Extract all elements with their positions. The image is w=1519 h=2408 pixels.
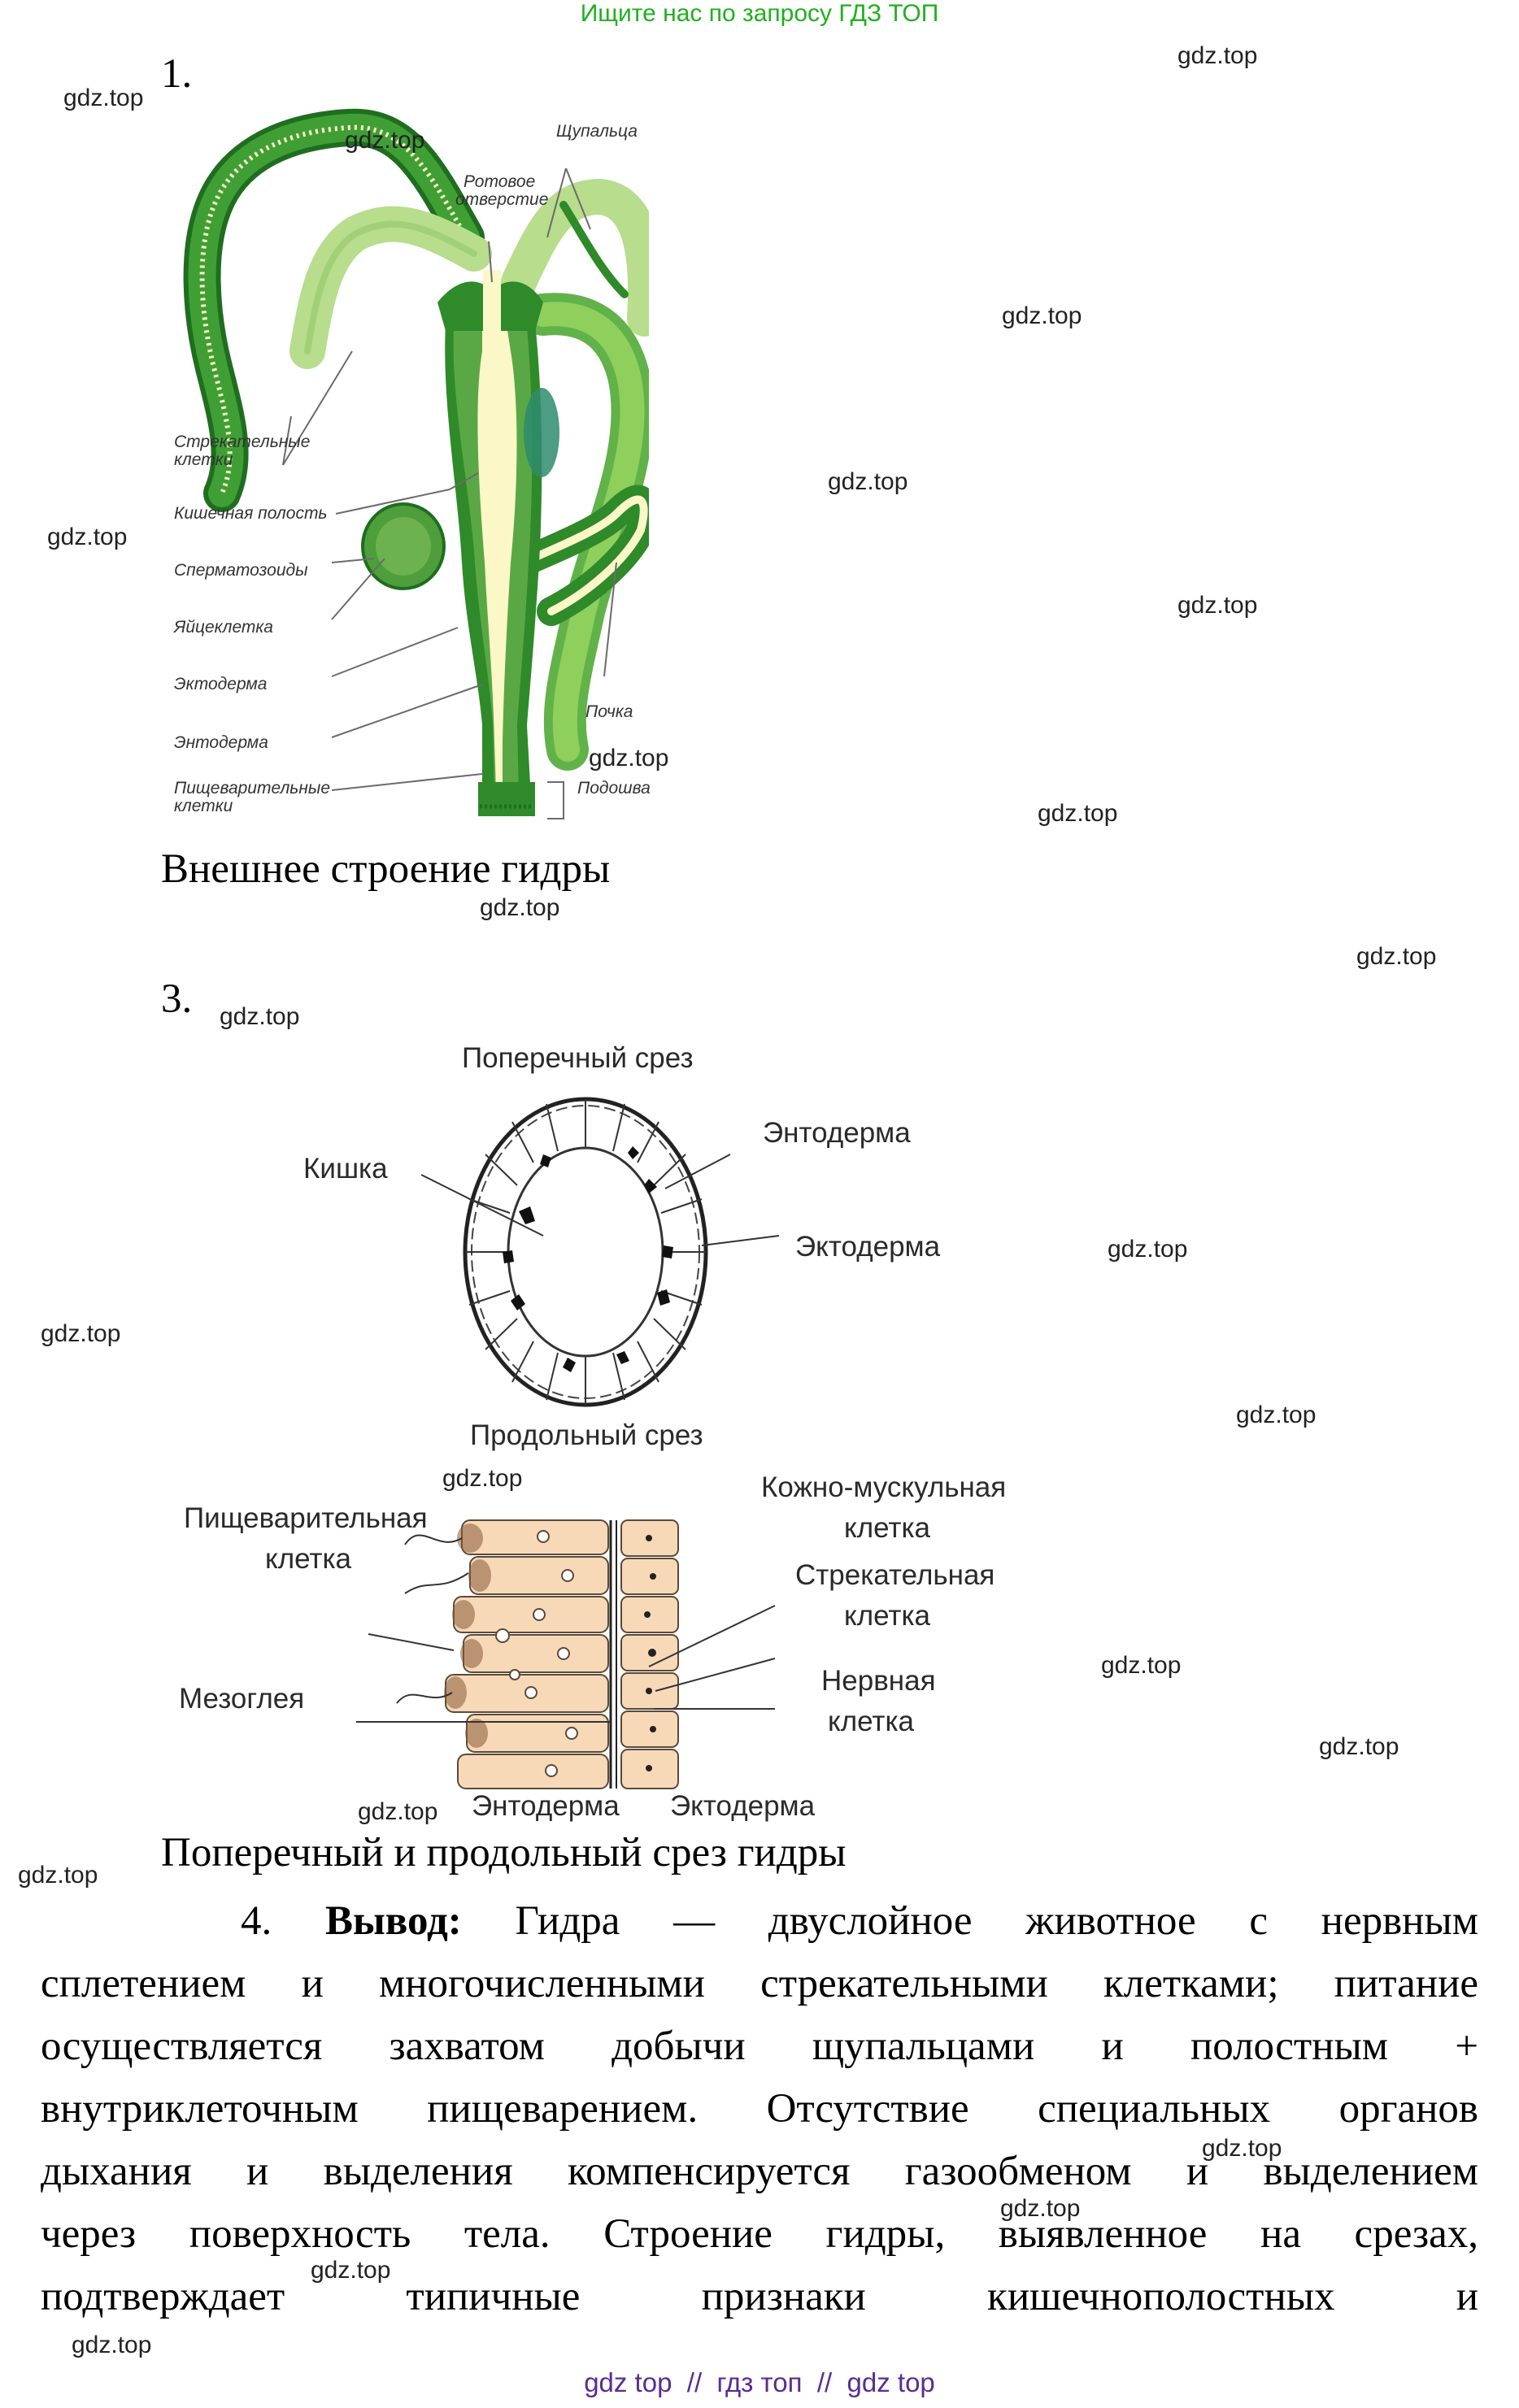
item-number-1: 1. [161,51,193,97]
conclusion-line-7: подтверждает типичные признаки кишечнопо… [41,2274,1478,2319]
watermark: gdz.top [1356,943,1437,970]
label-mesoglea: Мезоглея [179,1683,305,1715]
hydra-illustration [161,107,664,831]
watermark: gdz.top [1000,2195,1081,2222]
conclusion-paragraph: 4. Вывод: Гидра — двуслойное животное с … [41,1890,1478,2328]
watermark: gdz.top [1002,302,1082,329]
label-bottom-ectoderm: Эктодерма [670,1790,816,1822]
label-digestive-line2: клетки [174,797,233,815]
watermark: gdz.top [1101,1652,1182,1679]
label-stinging-line2: клетки [174,450,233,469]
hydra-structure-figure: Щупальца Ротовое отверстие Стрекательные… [161,107,664,831]
conclusion-line-5: дыхания и выделения компенсируется газоо… [41,2149,1478,2194]
watermark: gdz.top [220,1003,300,1030]
caption-figure1: Внешнее строение гидры [161,846,611,892]
label-gut: Кишка [303,1153,388,1184]
label-nerve-cell-line2: клетка [828,1706,915,1737]
header-banner[interactable]: Ищите нас по запросу ГДЗ ТОП [580,0,939,27]
item-number-3: 3. [161,976,193,1022]
watermark: gdz.top [1038,800,1118,827]
label-nerve-cell-line1: Нервная [821,1665,936,1697]
label-digestive-line1: Пищеварительные [174,779,331,798]
watermark: gdz.top [480,894,560,921]
label-ectoderm: Эктодерма [174,675,268,693]
conclusion-line-4: внутриклеточным пищеварением. Отсутствие… [41,2086,1478,2132]
conclusion-line-3: осуществляется захватом добычи щупальцам… [41,2023,1478,2069]
label-egg: Яйцеклетка [174,618,273,637]
cross-section-drawing [420,1097,780,1407]
watermark: gdz.top [442,1465,523,1492]
watermark: gdz.top [828,468,908,495]
watermark: gdz.top [63,85,144,111]
watermark: gdz.top [1108,1236,1188,1263]
footer-watermark: gdz top // гдз топ // gdz top [584,2367,935,2397]
watermark: gdz.top [18,1862,98,1889]
label-mouth-line1: Ротовое [464,172,536,191]
label-stinging-line1: Стрекательные [174,432,311,451]
label-stinging-cell-line1: Стрекательная [795,1559,995,1591]
label-skin-muscle-line2: клетка [844,1512,931,1544]
watermark: gdz.top [41,1320,121,1347]
label-tentacles: Щупальца [556,122,638,141]
longitudinal-section-title: Продольный срез [470,1419,703,1451]
label-bud: Почка [585,702,633,721]
conclusion-line-6: через поверхность тела. Строение гидры, … [41,2211,1478,2257]
conclusion-label: Вывод: [324,1898,462,1944]
label-stinging-cell-line2: клетка [844,1600,931,1632]
hydra-sections-figure: Поперечный срез Кишка Энтодерма Эктодерм… [161,1032,1104,1829]
watermark: gdz.top [1319,1733,1399,1760]
label-mouth-line2: отверстие [455,190,549,209]
label-cross-ectoderm: Эктодерма [795,1231,941,1263]
watermark: gdz.top [47,524,128,550]
watermark: gdz.top [1177,592,1258,619]
watermark: gdz.top [72,2332,152,2358]
label-sperm: Сперматозоиды [174,561,308,580]
label-digestive-cell-line2: клетка [265,1543,352,1575]
label-digestive-cell-line1: Пищеварительная [184,1502,428,1534]
watermark: gdz.top [1202,2135,1282,2162]
watermark: gdz.top [1236,1402,1317,1428]
watermark: gdz.top [589,745,669,772]
label-endoderm: Энтодерма [174,733,268,752]
caption-figure2: Поперечный и продольный срез гидры [161,1830,847,1876]
label-gut-cavity: Кишечная полость [174,504,328,523]
watermark: gdz.top [1177,42,1258,69]
label-sole: Подошва [577,779,651,798]
sections-illustration [356,1097,780,1789]
item-number-4: 4. [241,1898,272,1944]
watermark: gdz.top [345,127,425,154]
cross-section-title: Поперечный срез [462,1042,694,1074]
label-cross-endoderm: Энтодерма [763,1117,911,1149]
watermark: gdz.top [358,1798,438,1825]
label-bottom-endoderm: Энтодерма [472,1790,620,1822]
label-skin-muscle-line1: Кожно-мускульная [761,1471,1007,1503]
conclusion-line-1: Гидра — двуслойное животное с нервным [515,1898,1479,1944]
conclusion-line-2: сплетением и многочисленными стрекательн… [41,1961,1478,2006]
longitudinal-section-drawing [356,1519,776,1789]
watermark: gdz.top [311,2257,391,2284]
